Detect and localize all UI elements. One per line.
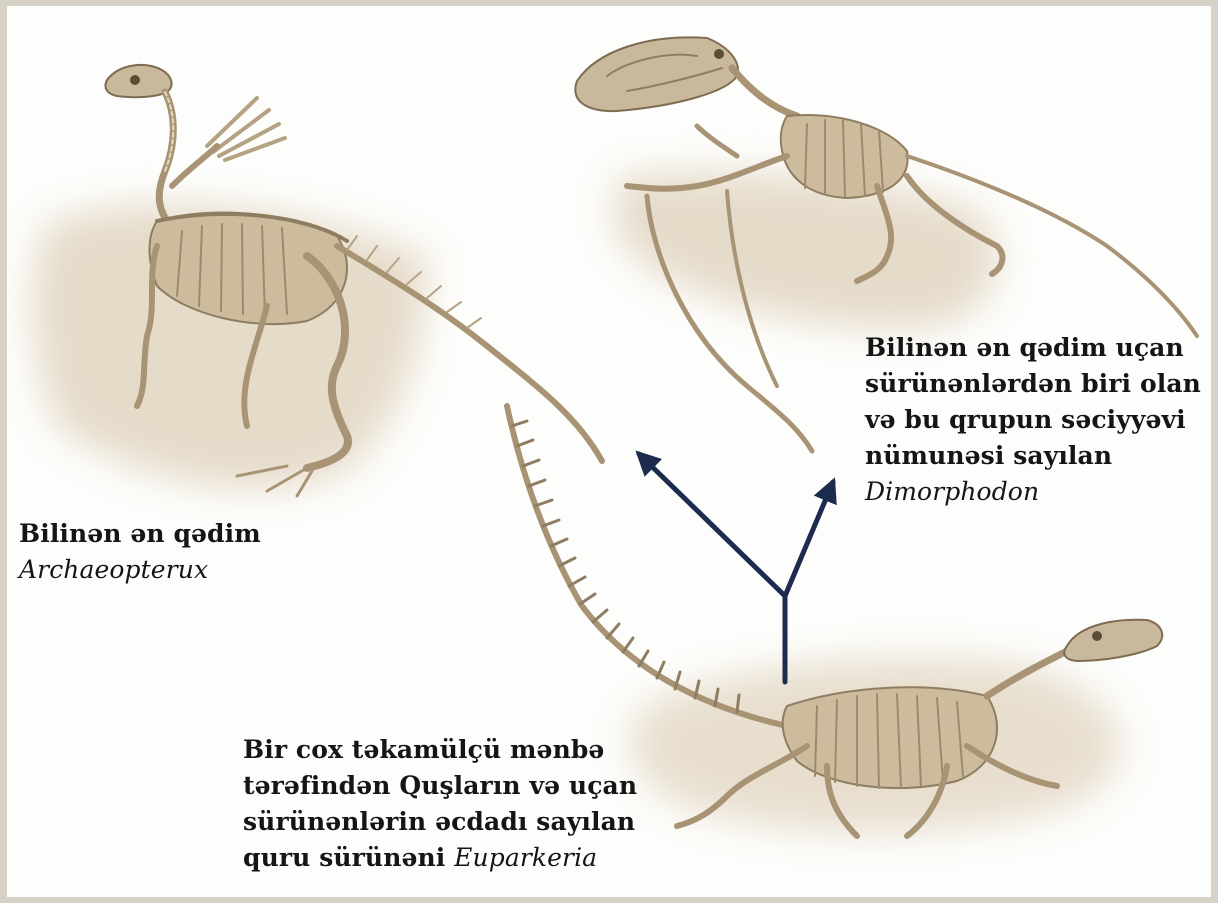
arrow-to-archaeopteryx [639, 454, 785, 596]
archaeopteryx-skeleton [33, 65, 602, 496]
caption-euparkeria-line1: Bir cox təkamülçü mənbə [243, 732, 637, 768]
caption-euparkeria-species: Euparkeria [454, 843, 597, 872]
caption-euparkeria-line4: quru sürünəni Euparkeria [243, 840, 637, 876]
caption-euparkeria: Bir cox təkamülçü mənbə tərəfindən Quşla… [243, 732, 637, 876]
caption-archaeopteryx-species: Archaeopterux [19, 552, 261, 588]
caption-dimorphodon-line3: və bu qrupun səciyyəvi [865, 402, 1201, 438]
caption-archaeopteryx-line1: Bilinən ən qədim [19, 516, 261, 552]
illustration-frame: Bilinən ən qədim Archaeopterux Bilinən ə… [7, 6, 1211, 897]
arrow-to-dimorphodon [785, 482, 833, 596]
caption-dimorphodon-line4: nümunəsi sayılan [865, 438, 1201, 474]
evolution-arrows [639, 454, 833, 682]
caption-dimorphodon-line1: Bilinən ən qədim uçan [865, 330, 1201, 366]
caption-euparkeria-line3: sürünənlərin əcdadı sayılan [243, 804, 637, 840]
caption-dimorphodon-line2: sürünənlərdən biri olan [865, 366, 1201, 402]
caption-dimorphodon-species: Dimorphodon [865, 474, 1201, 510]
caption-archaeopteryx: Bilinən ən qədim Archaeopterux [19, 516, 261, 588]
caption-euparkeria-line2: tərəfindən Quşların və uçan [243, 768, 637, 804]
caption-dimorphodon: Bilinən ən qədim uçan sürünənlərdən biri… [865, 330, 1201, 510]
caption-euparkeria-prefix: quru sürünəni [243, 843, 454, 872]
